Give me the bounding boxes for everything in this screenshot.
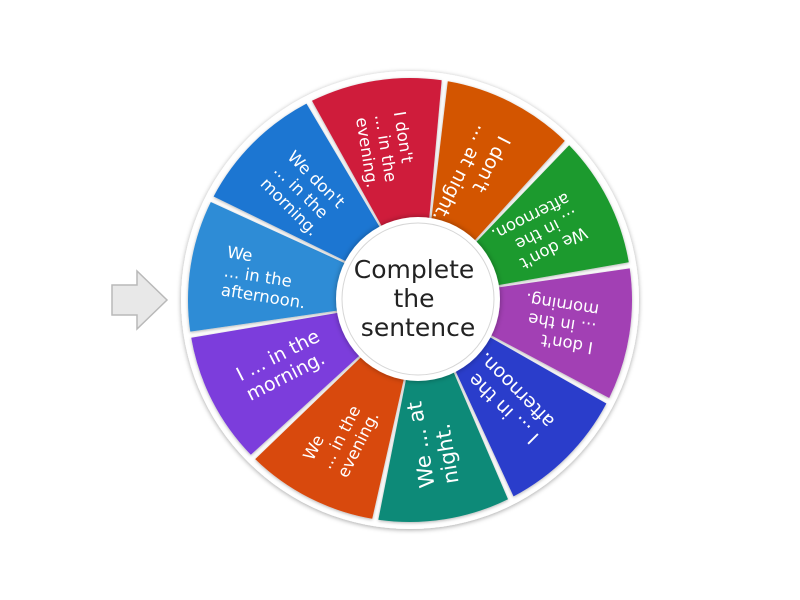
wheel-segment: I ... in themorning. [191, 311, 365, 455]
wheel-segment-wedge [471, 145, 629, 287]
wheel-segment-wedge [430, 81, 565, 246]
arrow-right-icon [111, 269, 169, 331]
wheel-segment-wedge [255, 352, 406, 519]
wheel-segment: We ... atnight. [378, 365, 509, 522]
wheel-segment-wedge [191, 311, 365, 455]
wheel-segment: We don't... in themorning. [213, 103, 384, 265]
hub-label-line-2: the [394, 284, 435, 313]
wheel-segment: I ... in theafternoon. [452, 333, 607, 497]
wheel-segment: I don't... in themorning. [484, 268, 632, 399]
wheel-segment-wedge [213, 103, 384, 265]
wheel-segment-wedge [378, 365, 509, 522]
wheel-segment-wedge [484, 268, 632, 399]
wheel-segment-wedge [188, 201, 352, 332]
wheel-segments: I don't... at night.We don't... in theaf… [188, 78, 632, 522]
hub-label-line-1: Complete [354, 255, 474, 284]
wheel-segment: We... in theafternoon. [188, 201, 352, 332]
wheel-segment: I don't... in theevening. [311, 78, 442, 233]
wheel-segment: We... in theevening. [255, 352, 406, 519]
wheel-segment-wedge [311, 78, 442, 233]
hub-label-line-3: sentence [361, 313, 475, 342]
wheel-hub[interactable]: Complete the sentence [336, 217, 500, 381]
wheel-segment-label-line: We [226, 243, 254, 266]
svg-text:Complete the s: Complete the sentence [354, 255, 482, 342]
wheel-segment-wedge [452, 333, 607, 497]
